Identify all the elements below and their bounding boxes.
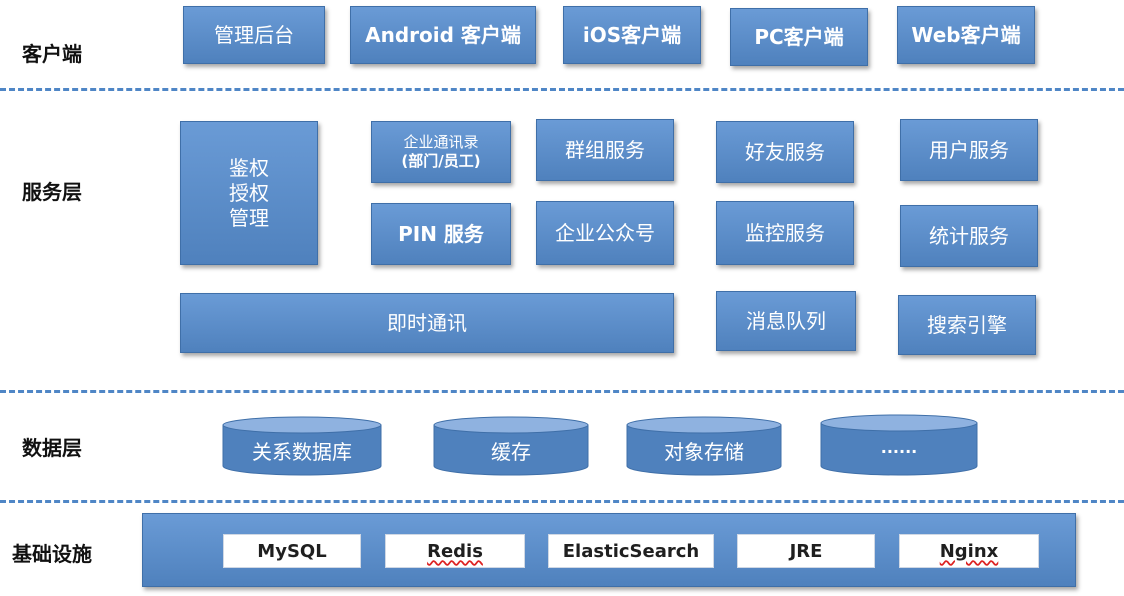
service-search-box: 搜索引擎	[898, 295, 1036, 355]
infra-redis: Redis	[385, 534, 525, 568]
data-more-label: ......	[880, 438, 918, 457]
data-more-cylinder: ......	[820, 414, 978, 476]
service-im-box: 即时通讯	[180, 293, 674, 353]
service-mq-box: 消息队列	[716, 291, 856, 351]
cylinder-shape	[820, 414, 978, 476]
service-user-box: 用户服务	[900, 119, 1038, 181]
layer-label-data: 数据层	[22, 436, 82, 460]
service-auth-line-1: 鉴权	[229, 155, 269, 180]
service-monitor-box: 监控服务	[716, 201, 854, 265]
infra-mysql: MySQL	[223, 534, 361, 568]
infra-nginx-label: Nginx	[939, 540, 999, 562]
layer-label-service: 服务层	[22, 180, 82, 204]
infra-redis-label: Redis	[427, 540, 483, 562]
service-friend-box: 好友服务	[716, 121, 854, 183]
service-auth-line-3: 管理	[229, 205, 269, 230]
service-official-account-box: 企业公众号	[536, 201, 674, 265]
service-contacts-line-2: (部门/员工)	[401, 152, 481, 170]
data-relational-db-cylinder: 关系数据库	[222, 416, 382, 476]
service-pin-box: PIN 服务	[371, 203, 511, 265]
service-auth-line-2: 授权	[229, 180, 269, 205]
client-pc-box: PC客户端	[730, 8, 868, 66]
service-contacts-line-1: 企业通讯录	[403, 133, 479, 152]
service-pin-label: PIN 服务	[398, 221, 484, 246]
cylinder-shape	[433, 416, 589, 476]
infra-jre: JRE	[737, 534, 875, 568]
service-contacts-box: 企业通讯录 (部门/员工)	[371, 121, 511, 183]
data-object-storage-label: 对象存储	[664, 440, 744, 464]
cylinder-shape	[626, 416, 782, 476]
separator-data-infra	[0, 500, 1124, 503]
client-web-box: Web客户端	[897, 6, 1035, 64]
client-android-box: Android 客户端	[350, 6, 536, 64]
data-cache-cylinder: 缓存	[433, 416, 589, 476]
layer-label-client: 客户端	[22, 42, 82, 66]
cylinder-shape	[222, 416, 382, 476]
infra-nginx: Nginx	[899, 534, 1039, 568]
data-relational-db-label: 关系数据库	[252, 440, 352, 464]
service-stats-box: 统计服务	[900, 205, 1038, 267]
data-object-storage-cylinder: 对象存储	[626, 416, 782, 476]
data-cache-label: 缓存	[491, 440, 531, 464]
separator-client-service	[0, 88, 1124, 91]
service-group-box: 群组服务	[536, 119, 674, 181]
layer-label-infra: 基础设施	[12, 542, 92, 566]
infra-elasticsearch: ElasticSearch	[548, 534, 714, 568]
separator-service-data	[0, 390, 1124, 393]
client-ios-box: iOS客户端	[563, 6, 701, 64]
client-admin-box: 管理后台	[183, 6, 325, 64]
service-auth-box: 鉴权 授权 管理	[180, 121, 318, 265]
